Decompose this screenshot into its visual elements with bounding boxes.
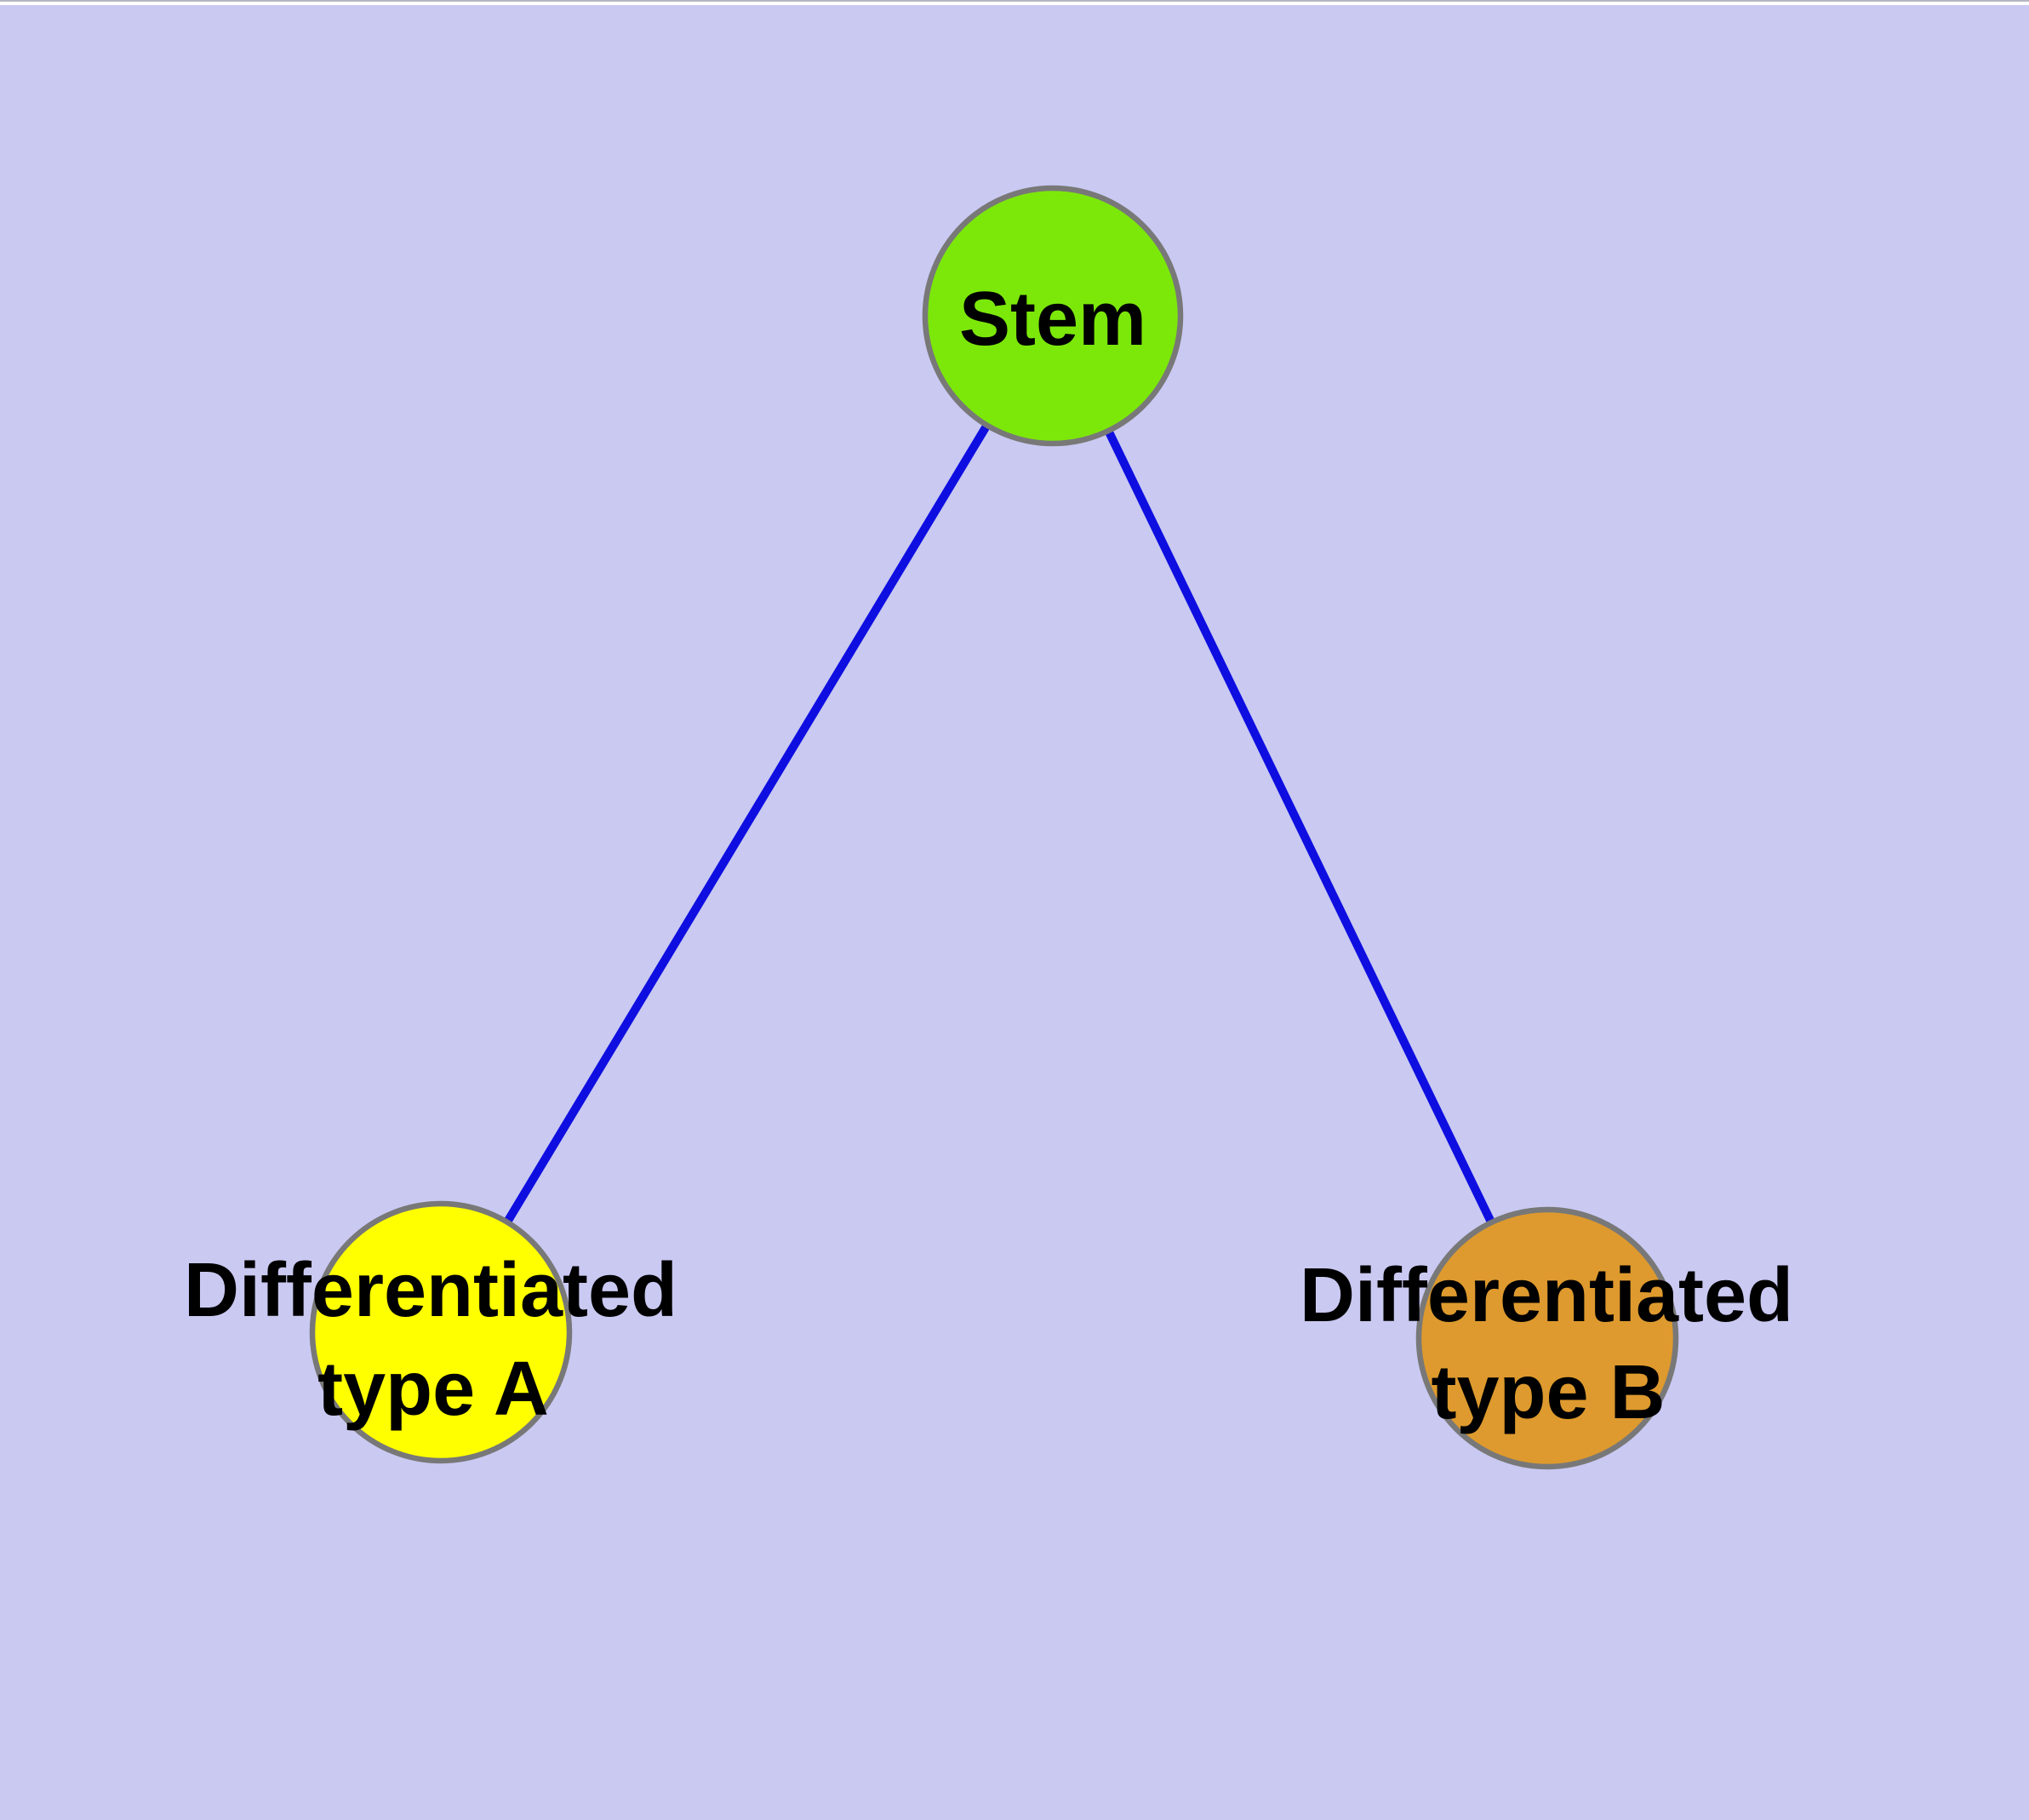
stem-node bbox=[922, 185, 1184, 447]
type-a-node-label-line2: type A bbox=[317, 1347, 549, 1432]
type-b-node-label-line2: type B bbox=[1431, 1350, 1665, 1435]
window-top-edge-strip bbox=[0, 0, 2029, 5]
type-b-node-label-line1: Differentiated bbox=[1300, 1253, 1793, 1338]
window-top-edge-hairline bbox=[0, 0, 2029, 2]
edge-stem-to-type-b bbox=[1049, 313, 1552, 1341]
stem-node-label: Stem bbox=[959, 277, 1146, 362]
type-a-node bbox=[309, 1200, 573, 1464]
type-a-node-label-line1: Differentiated bbox=[184, 1248, 677, 1333]
edge-stem-to-type-a bbox=[437, 313, 1057, 1335]
type-b-node bbox=[1415, 1206, 1679, 1470]
